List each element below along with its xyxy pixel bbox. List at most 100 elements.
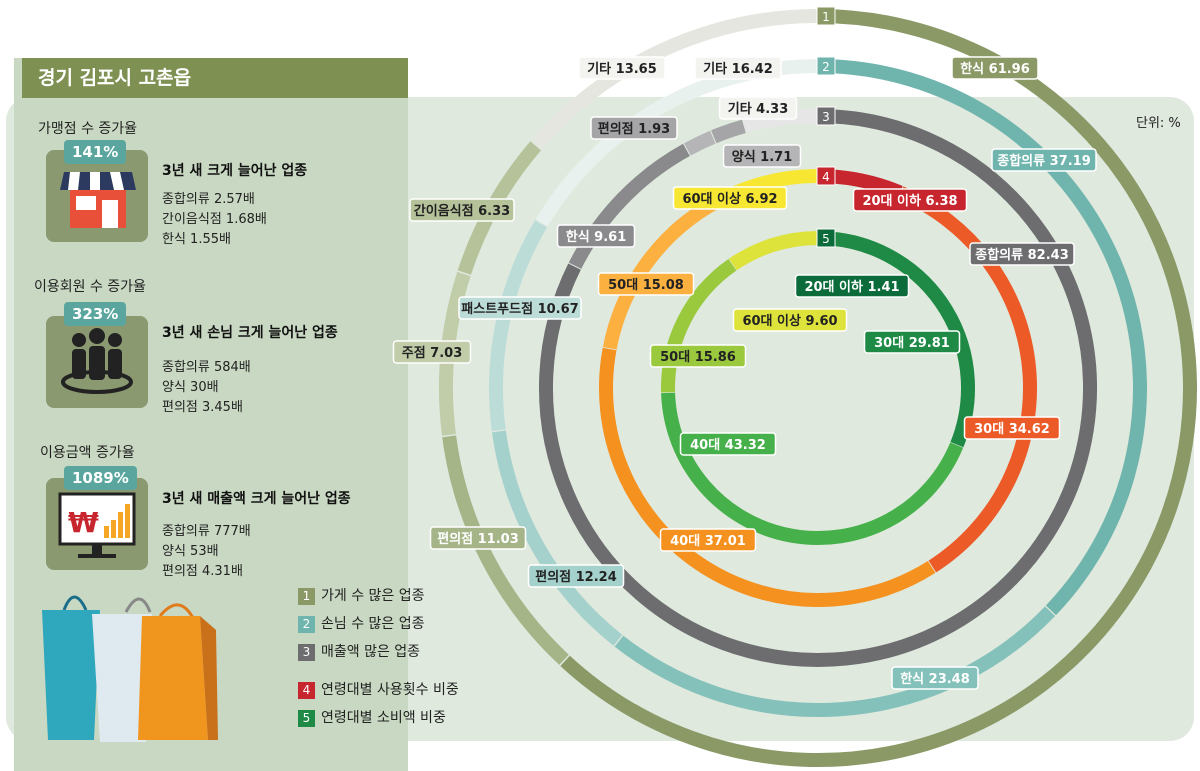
- ring-number-text: 1: [822, 10, 830, 24]
- ring3-segment: [684, 130, 716, 156]
- ring-number-text: 3: [822, 110, 830, 124]
- segment-label: 양식 1.71: [722, 144, 802, 168]
- legend-number-badge: 2: [298, 615, 315, 633]
- ring-number-badge: [816, 6, 836, 26]
- ring3-segment: [711, 119, 746, 144]
- section-item: 편의점 4.31배: [162, 564, 243, 579]
- legend-text: 연령대별 사용횟수 비중: [321, 682, 459, 698]
- ring4-segment: [602, 189, 731, 350]
- segment-label-text: 기타 13.65: [587, 61, 657, 77]
- segment-label: 60대 이상 9.60: [732, 308, 848, 332]
- ring2-segment: [817, 59, 1147, 616]
- segment-label: 패스트푸드점 10.67: [458, 296, 582, 320]
- ring2-segment: [489, 220, 548, 432]
- ring-number-badge: [816, 56, 836, 76]
- segment-label-text: 20대 이하 1.41: [804, 279, 899, 295]
- store-icon: [46, 150, 148, 242]
- section-headline-sales: 3년 새 매출액 크게 늘어난 업종: [162, 491, 351, 507]
- section-item: 양식 53배: [162, 544, 219, 559]
- segment-label: 30대 29.81: [863, 330, 961, 354]
- segment-label: 한식 23.48: [891, 666, 979, 690]
- legend-number-badge: 5: [298, 709, 315, 727]
- section-item: 종합의류 2.57배: [162, 192, 255, 207]
- segment-label-text: 한식 23.48: [900, 671, 970, 687]
- people-icon: [46, 316, 148, 408]
- section-label-customers: 이용회원 수 증가율: [34, 279, 146, 295]
- ring-number-text: 5: [822, 232, 830, 246]
- monitor-chart-icon: ₩: [46, 478, 148, 570]
- pct-badge-stores: 141%: [64, 140, 127, 164]
- segment-label-text: 종합의류 37.19: [997, 153, 1091, 169]
- ring3-segment: [568, 143, 690, 269]
- section-item: 한식 1.55배: [162, 232, 231, 247]
- section-label-sales: 이용금액 증가율: [40, 445, 135, 461]
- ring3-segment: [539, 109, 1097, 667]
- segment-label-text: 30대 29.81: [874, 336, 950, 351]
- ring1-segment: [560, 9, 1197, 767]
- ring-number-badge: [816, 106, 836, 126]
- section-headline-stores: 3년 새 크게 늘어난 업종: [162, 163, 308, 179]
- ring5-segment: [661, 259, 737, 393]
- segment-label: 50대 15.86: [649, 344, 747, 368]
- legend-text: 연령대별 소비액 비중: [321, 710, 446, 726]
- section-item: 종합의류 777배: [162, 524, 251, 539]
- ring4-segment: [599, 347, 936, 608]
- segment-label: 20대 이하 6.38: [852, 188, 968, 212]
- legend-text: 가게 수 많은 업종: [321, 588, 425, 604]
- segment-label: 기타 4.33: [718, 96, 798, 120]
- segment-label: 종합의류 82.43: [969, 242, 1075, 266]
- segment-label: 한식 9.61: [556, 224, 636, 248]
- segment-label-text: 편의점 12.24: [535, 569, 617, 585]
- section-headline-customers: 3년 새 손님 크게 늘어난 업종: [162, 325, 338, 341]
- ring5-segment: [661, 392, 964, 545]
- segment-label: 한식 61.96: [951, 56, 1039, 80]
- legend-item: 3 매출액 많은 업종: [298, 642, 420, 662]
- legend-item: 1 가게 수 많은 업종: [298, 586, 425, 606]
- segment-label-text: 60대 이상 9.60: [742, 313, 837, 329]
- legend-text: 매출액 많은 업종: [321, 644, 421, 660]
- ring-number-badge: [816, 228, 836, 248]
- ring1-segment: [531, 9, 817, 150]
- segment-label: 편의점 11.03: [429, 526, 527, 550]
- legend-number-badge: 3: [298, 643, 315, 661]
- ring2-segment: [614, 606, 1056, 717]
- segment-label: 40대 37.01: [659, 528, 757, 552]
- section-item: 간이음식점 1.68배: [162, 212, 267, 227]
- segment-label-text: 기타 16.42: [703, 61, 773, 77]
- segment-label-text: 양식 1.71: [732, 149, 793, 165]
- segment-label: 주점 7.03: [392, 340, 472, 364]
- segment-label-text: 30대 34.62: [974, 422, 1050, 437]
- segment-label: 기타 16.42: [694, 56, 782, 80]
- ring2-segment: [492, 430, 623, 646]
- ring5-segment: [830, 231, 975, 448]
- ring5-segment: [728, 231, 818, 271]
- segment-label-text: 한식 9.61: [566, 229, 627, 245]
- segment-label-text: 50대 15.08: [608, 278, 684, 293]
- section-item: 편의점 3.45배: [162, 400, 243, 415]
- pct-badge-customers: 323%: [64, 302, 127, 326]
- segment-label-text: 편의점 1.93: [598, 121, 670, 137]
- segment-label: 기타 13.65: [578, 56, 666, 80]
- pct-badge-sales: 1089%: [64, 466, 137, 490]
- segment-label: 30대 34.62: [963, 416, 1061, 440]
- segment-label-text: 20대 이하 6.38: [862, 193, 957, 209]
- segment-label-text: 편의점 11.03: [437, 531, 519, 547]
- section-item: 양식 30배: [162, 380, 219, 395]
- segment-label-text: 종합의류 82.43: [975, 247, 1069, 263]
- segment-label-text: 기타 4.33: [728, 101, 789, 117]
- segment-label-text: 패스트푸드점 10.67: [461, 302, 578, 317]
- segment-label: 편의점 1.93: [590, 116, 678, 140]
- segment-label-text: 한식 61.96: [960, 61, 1030, 77]
- segment-label: 간이음식점 6.33: [409, 198, 515, 222]
- segment-label-text: 50대 15.86: [660, 350, 736, 365]
- section-item: 종합의류 584배: [162, 360, 251, 375]
- ring-number-badge: [816, 166, 836, 186]
- legend-number-badge: 1: [298, 587, 315, 605]
- ring4-segment: [897, 186, 1037, 573]
- segment-label: 40대 43.32: [679, 432, 777, 456]
- svg-text:₩: ₩: [68, 506, 99, 539]
- segment-label-text: 주점 7.03: [402, 346, 463, 361]
- segment-label-text: 간이음식점 6.33: [414, 203, 510, 219]
